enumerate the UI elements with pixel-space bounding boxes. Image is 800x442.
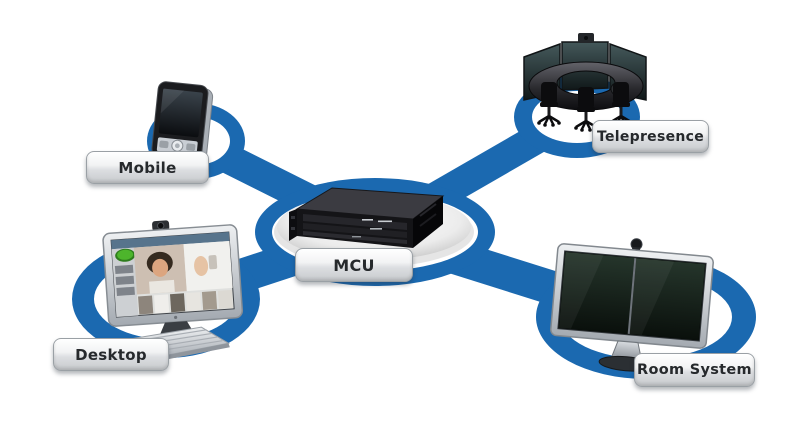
telepresence-chairs (537, 82, 633, 132)
telepresence-room-icon (523, 33, 647, 132)
rack-server-icon (289, 187, 445, 248)
room-system-label: Room System (634, 353, 755, 387)
desktop-label: Desktop (53, 338, 169, 371)
mobile-label: Mobile (86, 151, 209, 184)
desktop-computer-icon (102, 220, 244, 367)
mcu-label: MCU (295, 248, 413, 282)
telepresence-label: Telepresence (592, 120, 709, 153)
smartphone-icon (151, 81, 214, 167)
video-thumbnails (138, 289, 234, 315)
